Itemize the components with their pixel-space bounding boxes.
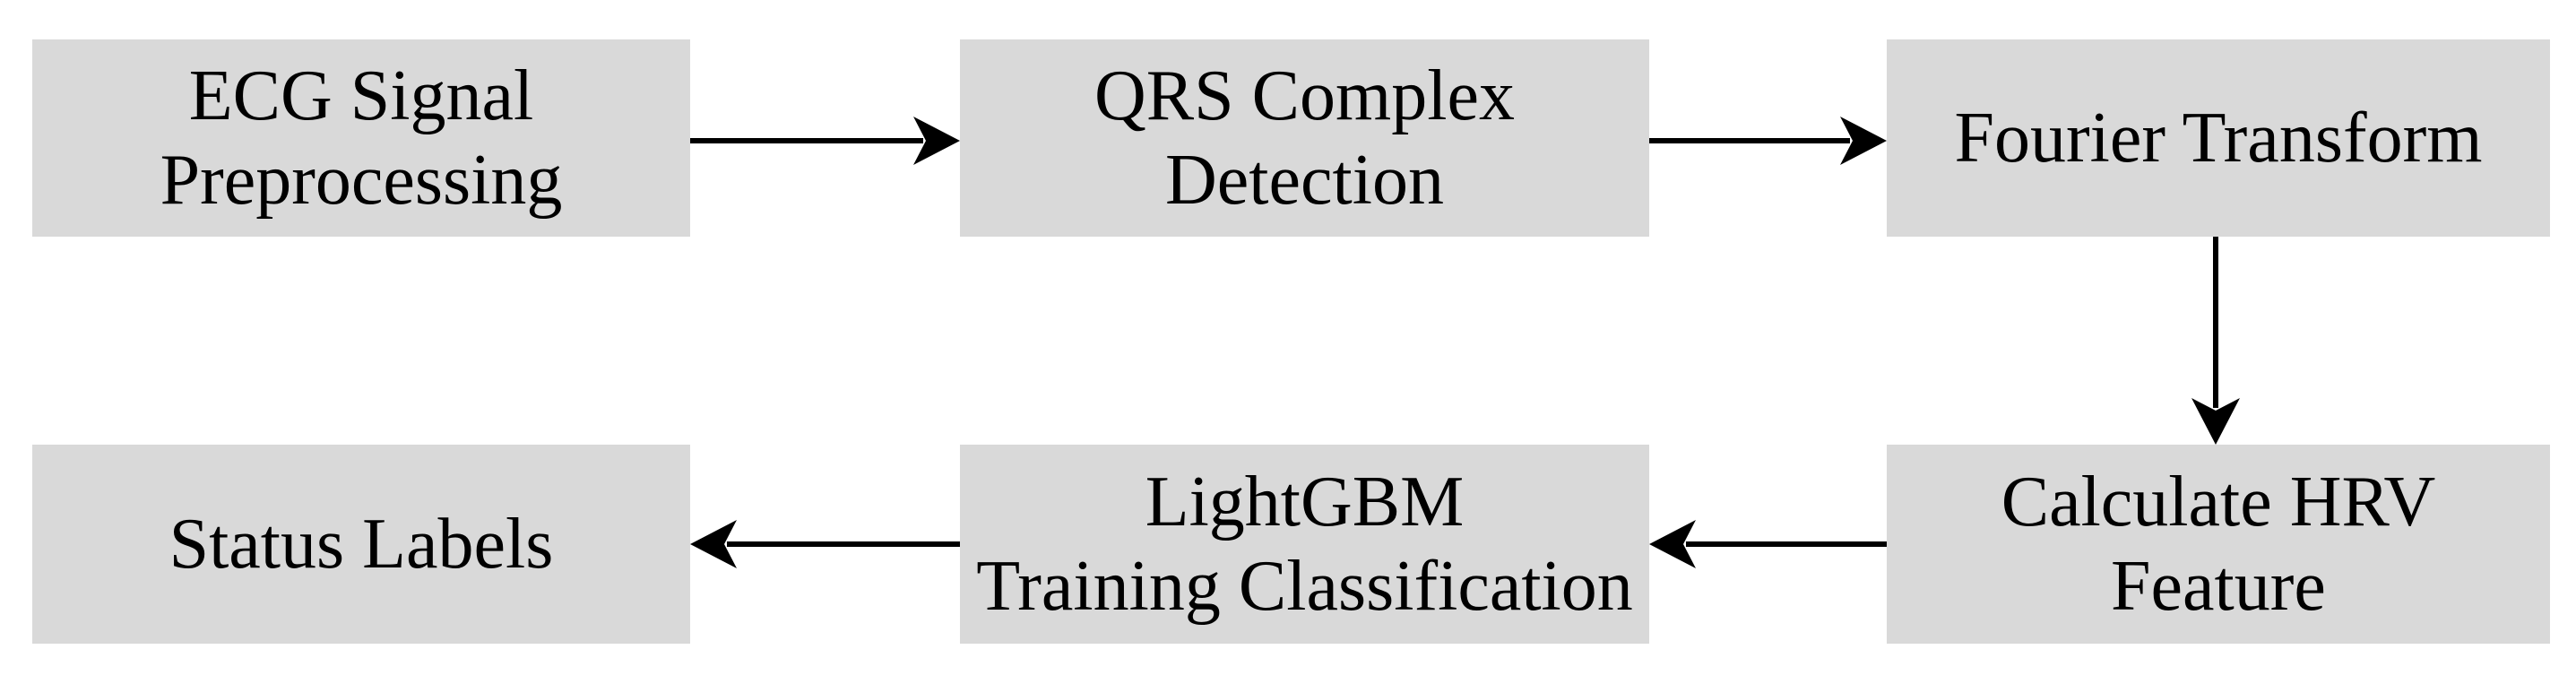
node-label-line: Preprocessing [160,141,563,220]
node-qrs-complex-detection: QRS Complex Detection [960,39,1649,237]
node-label-line: Feature [2111,547,2326,626]
node-label-line: QRS Complex [1094,56,1515,135]
node-label-line: Status Labels [169,505,554,584]
arrow-ecg-to-qrs [690,117,960,165]
node-label-line: Fourier Transform [1954,99,2483,177]
node-fourier-transform: Fourier Transform [1887,39,2550,237]
node-status-labels: Status Labels [32,445,690,644]
arrow-lightgbm-to-status [690,520,960,568]
node-ecg-signal-preprocessing: ECG Signal Preprocessing [32,39,690,237]
node-lightgbm-training-classification: LightGBM Training Classification [960,445,1649,644]
arrow-fourier-to-hrv [2191,237,2240,445]
arrow-qrs-to-fourier [1649,117,1887,165]
node-calculate-hrv-feature: Calculate HRV Feature [1887,445,2550,644]
node-label-line: Training Classification [976,547,1633,626]
arrow-hrv-to-lightgbm [1649,520,1887,568]
node-label-line: LightGBM [1145,463,1465,541]
node-label-line: ECG Signal [188,56,534,135]
node-label-line: Detection [1165,141,1444,220]
node-label-line: Calculate HRV [2001,463,2436,541]
